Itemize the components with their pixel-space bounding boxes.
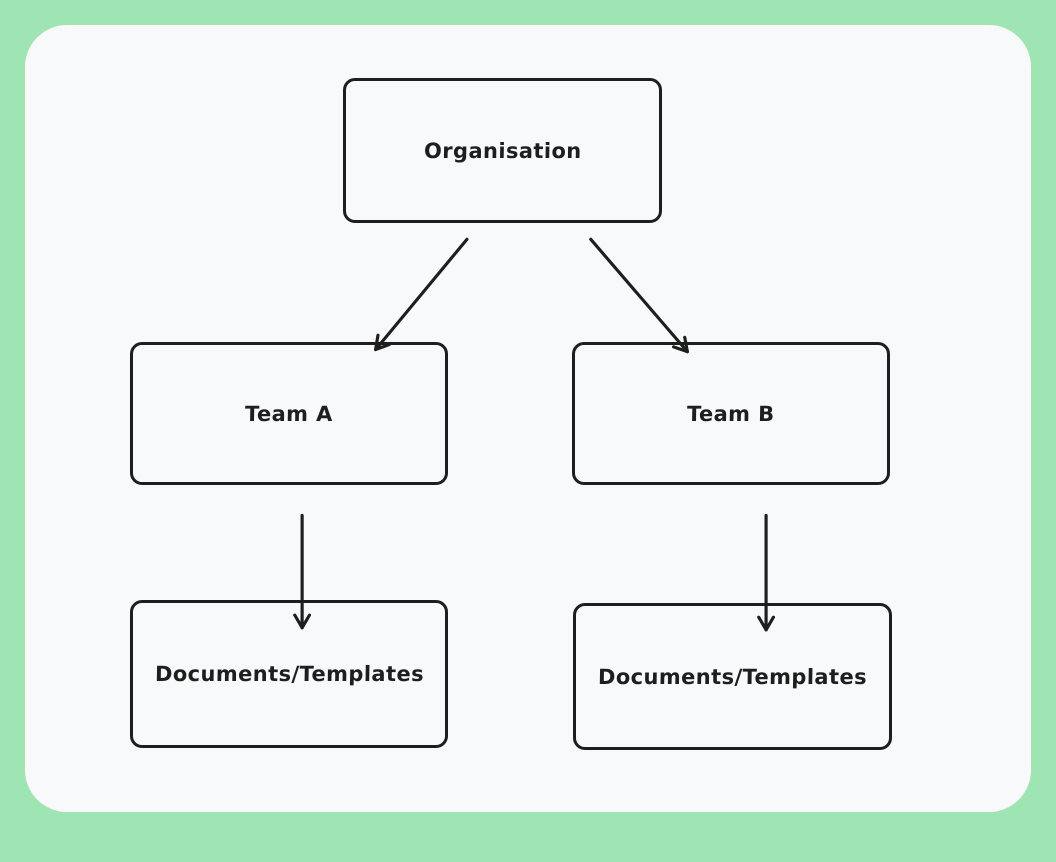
node-organisation-label: Organisation bbox=[423, 138, 582, 163]
edge-organisation-to-team-a bbox=[374, 237, 469, 352]
node-organisation: Organisation bbox=[343, 78, 662, 223]
node-documents-templates-a: Documents/Templates bbox=[130, 600, 448, 748]
node-documents-templates-b: Documents/Templates bbox=[573, 603, 892, 750]
node-team-b: Team B bbox=[572, 342, 890, 485]
node-documents-templates-b-label: Documents/Templates bbox=[597, 664, 868, 689]
node-team-b-label: Team B bbox=[687, 401, 775, 426]
node-documents-templates-a-label: Documents/Templates bbox=[154, 662, 424, 686]
node-team-a: Team A bbox=[130, 342, 448, 485]
diagram-canvas: Organisation Team A Team B Documents/Tem… bbox=[25, 25, 1031, 812]
node-team-a-label: Team A bbox=[244, 401, 334, 426]
edge-organisation-to-team-b bbox=[589, 237, 689, 354]
diagram-page: Organisation Team A Team B Documents/Tem… bbox=[25, 25, 1031, 812]
